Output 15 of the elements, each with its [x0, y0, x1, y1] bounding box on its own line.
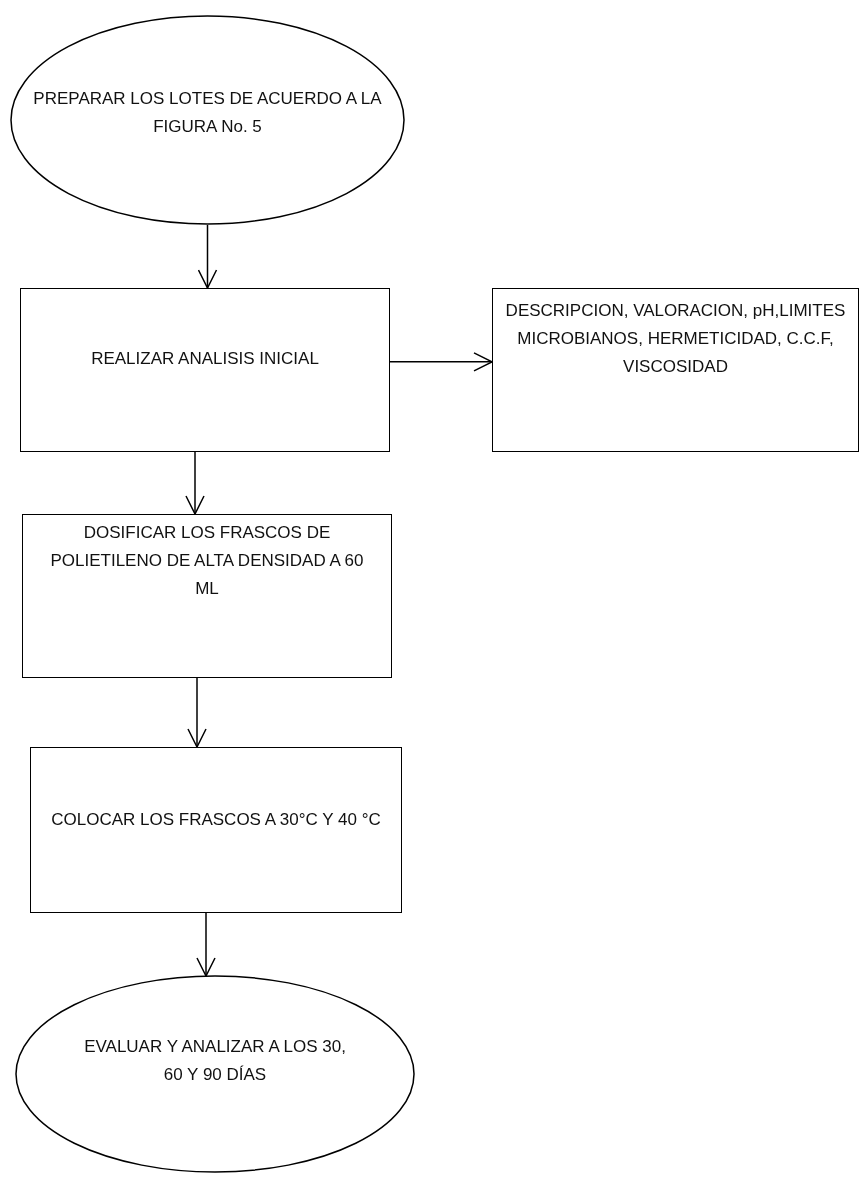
- step-text: EVALUAR Y ANALIZAR A LOS 30, 60 Y 90 DÍAS: [83, 1036, 347, 1086]
- process-box: [22, 514, 392, 678]
- step-text: DOSIFICAR LOS FRASCOS DE POLIETILENO DE ALTA DENSIDAD A 60 ML: [49, 522, 365, 600]
- step-text: COLOCAR LOS FRASCOS A 30°C Y 40 °C: [50, 809, 382, 831]
- arrow: [185, 451, 205, 515]
- process-box: [30, 747, 402, 913]
- arrow: [187, 677, 207, 748]
- arrow: [196, 912, 216, 977]
- step-text: DESCRIPCION, VALORACION, pH,LIMITES MICROBIANOS, HERMETICIDAD, C.C.F, VISCOSIDAD: [504, 300, 847, 378]
- step-text: PREPARAR LOS LOTES DE ACUERDO A LA FIGURA No. 5: [32, 88, 383, 138]
- process-box: [20, 288, 390, 452]
- arrow: [389, 352, 493, 372]
- process-box: [492, 288, 859, 452]
- arrow: [197, 224, 218, 289]
- step-text: REALIZAR ANALISIS INICIAL: [90, 348, 320, 370]
